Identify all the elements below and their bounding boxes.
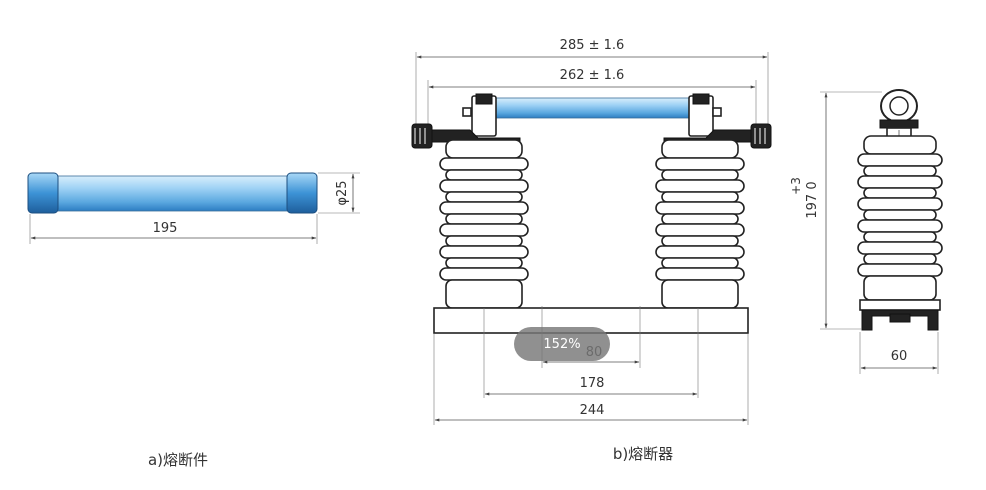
overall-width-label: 285 ± 1.6	[560, 38, 625, 53]
side-width-label: 60	[891, 349, 908, 364]
side-base-bracket	[859, 299, 941, 331]
base-length-label: 244	[580, 403, 605, 418]
fuse-diameter-label: φ25	[335, 180, 350, 205]
caption-fuse-assembly: b)熔断器	[613, 445, 673, 463]
fuse-right-cap	[286, 172, 318, 214]
fuse-tube	[29, 175, 317, 212]
fuse-link-drawing: 195 φ25 a)熔断件	[27, 172, 360, 469]
right-insulator	[655, 139, 745, 309]
assembly-fuse-tube	[491, 97, 693, 119]
left-contact	[411, 93, 521, 149]
fuse-left-cap	[27, 172, 59, 214]
zoom-level-badge: 152%	[514, 327, 610, 361]
height-label: 197 0	[805, 181, 820, 218]
side-top-contact	[879, 89, 919, 142]
insulator-spacing-label: 178	[580, 376, 605, 391]
left-insulator	[439, 139, 529, 309]
tube-span-label: 262 ± 1.6	[560, 68, 625, 83]
height-tolerance-label: +3	[789, 177, 803, 195]
fuse-length-label: 195	[153, 221, 178, 236]
side-insulator	[857, 135, 943, 301]
right-contact	[663, 93, 772, 149]
caption-fuse-link: a)熔断件	[148, 451, 208, 469]
fuse-assembly-front-view: 285 ± 1.6 262 ± 1.6	[411, 38, 772, 463]
fuse-assembly-side-view: 197 0 +3 60	[789, 89, 943, 374]
